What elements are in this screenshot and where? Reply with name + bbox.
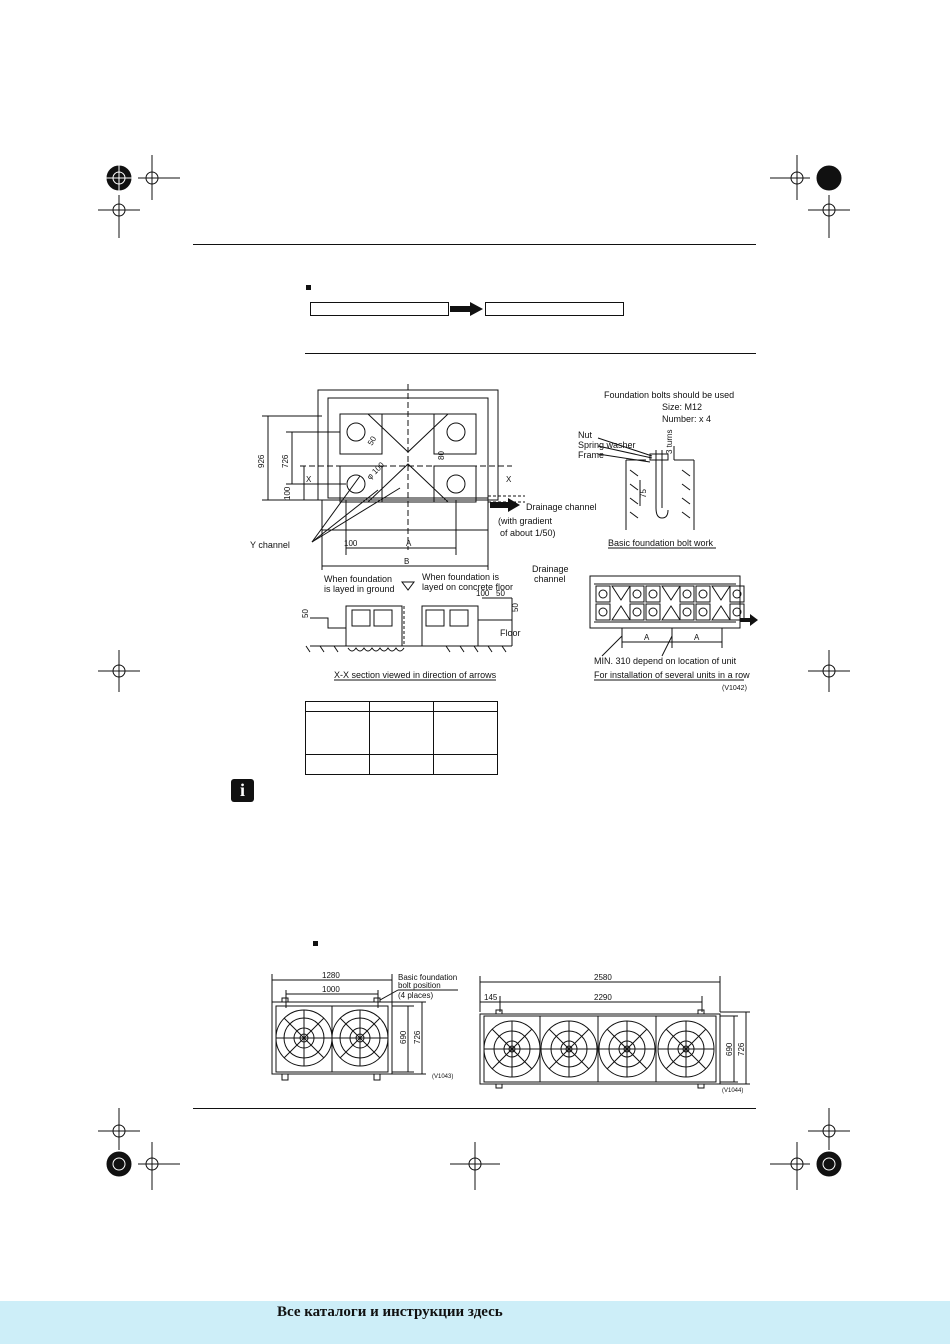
fig-code-v1043: (V1043) <box>432 1074 453 1080</box>
fig-code-v1042: (V1042) <box>722 685 747 692</box>
info-icon: i <box>231 779 254 802</box>
floor-label: Floor <box>500 628 521 638</box>
dim-1000: 1000 <box>322 985 340 994</box>
gradient-line1: (with gradient <box>498 516 553 526</box>
row-a2: A <box>694 633 700 642</box>
ground-line2: is layed in ground <box>324 584 395 594</box>
spring-washer-label: Spring washer <box>578 440 636 450</box>
dim-b: B <box>404 557 409 566</box>
bolts-title: Foundation bolts should be used <box>604 390 734 400</box>
table-row <box>305 711 498 755</box>
bolt-note-line2: bolt position <box>398 981 441 990</box>
dim-50-left: 50 <box>301 609 310 618</box>
row-a1: A <box>644 633 650 642</box>
y-channel-label: Y channel <box>250 540 290 550</box>
dim-100-section: 100 <box>476 589 490 598</box>
dim-50: 50 <box>366 434 379 447</box>
dimension-table <box>305 701 498 775</box>
x-mark-left: X <box>306 475 312 484</box>
dim-100-side: 100 <box>283 486 292 500</box>
dim-2290: 2290 <box>594 993 612 1002</box>
bolts-size: Size: M12 <box>662 402 702 412</box>
footer-rule <box>193 1108 756 1109</box>
concrete-line2: layed on concrete floor <box>422 582 513 592</box>
drainage-channel-label: Drainage channel <box>526 502 597 512</box>
bolt-note-line1: Basic foundation <box>398 973 457 982</box>
dim-2580: 2580 <box>594 973 612 982</box>
dim-100-bottom: 100 <box>344 539 358 548</box>
x-mark-right: X <box>506 475 512 484</box>
ground-line1: When foundation <box>324 574 392 584</box>
dim-80: 80 <box>437 451 446 460</box>
dim-a: A <box>406 539 412 548</box>
three-turns: 3 turns <box>665 430 674 454</box>
bolt-caption: Basic foundation bolt work <box>608 538 714 548</box>
dim-726-large: 726 <box>737 1042 746 1056</box>
min-note: MIN. 310 depend on location of unit <box>594 656 737 666</box>
fig-code-v1044: (V1044) <box>722 1088 743 1094</box>
section-caption: X-X section viewed in direction of arrow… <box>334 670 497 680</box>
dim-1280: 1280 <box>322 971 340 980</box>
procedure-arrow-icon <box>450 302 483 316</box>
section-bullet <box>313 941 318 946</box>
unit-drawing-four-fan: 2580 145 2290 690 726 (V1044) <box>479 973 750 1094</box>
dim-690-large: 690 <box>725 1042 734 1056</box>
procedure-step-box-1 <box>310 302 449 316</box>
procedure-step-box-2 <box>485 302 624 316</box>
row-caption: For installation of several units in a r… <box>594 670 750 680</box>
concrete-line1: When foundation is <box>422 572 500 582</box>
dim-75: 75 <box>639 489 648 498</box>
dim-726-small: 726 <box>413 1030 422 1044</box>
table-header-row <box>305 701 498 712</box>
gradient-line2: of about 1/50) <box>500 528 556 538</box>
foundation-drawing: 926 726 100 50 80 φ 100 X X 100 A B Y ch… <box>250 384 758 692</box>
table-row <box>305 754 498 775</box>
bolts-number: Number: x 4 <box>662 414 711 424</box>
header-rule <box>193 244 756 245</box>
section-rule <box>305 353 756 354</box>
dim-726: 726 <box>281 454 290 468</box>
drainage2-line2: channel <box>534 574 566 584</box>
dim-145: 145 <box>484 993 498 1002</box>
bolt-note-line3: (4 places) <box>398 991 433 1000</box>
dim-50-right: 50 <box>511 603 520 612</box>
dim-926: 926 <box>257 454 266 468</box>
frame-label: Frame <box>578 450 604 460</box>
nut-label: Nut <box>578 430 593 440</box>
catalog-banner[interactable] <box>0 1301 950 1344</box>
dim-690-small: 690 <box>399 1030 408 1044</box>
dim-phi100: φ 100 <box>365 460 386 481</box>
section-bullet <box>306 285 311 290</box>
dim-50-section: 50 <box>496 589 505 598</box>
drainage2-line1: Drainage <box>532 564 569 574</box>
unit-drawing-two-fan: 1280 1000 690 726 Basic foundation bolt … <box>271 971 458 1081</box>
catalog-banner-link[interactable]: Все каталоги и инструкции здесь <box>277 1304 503 1320</box>
